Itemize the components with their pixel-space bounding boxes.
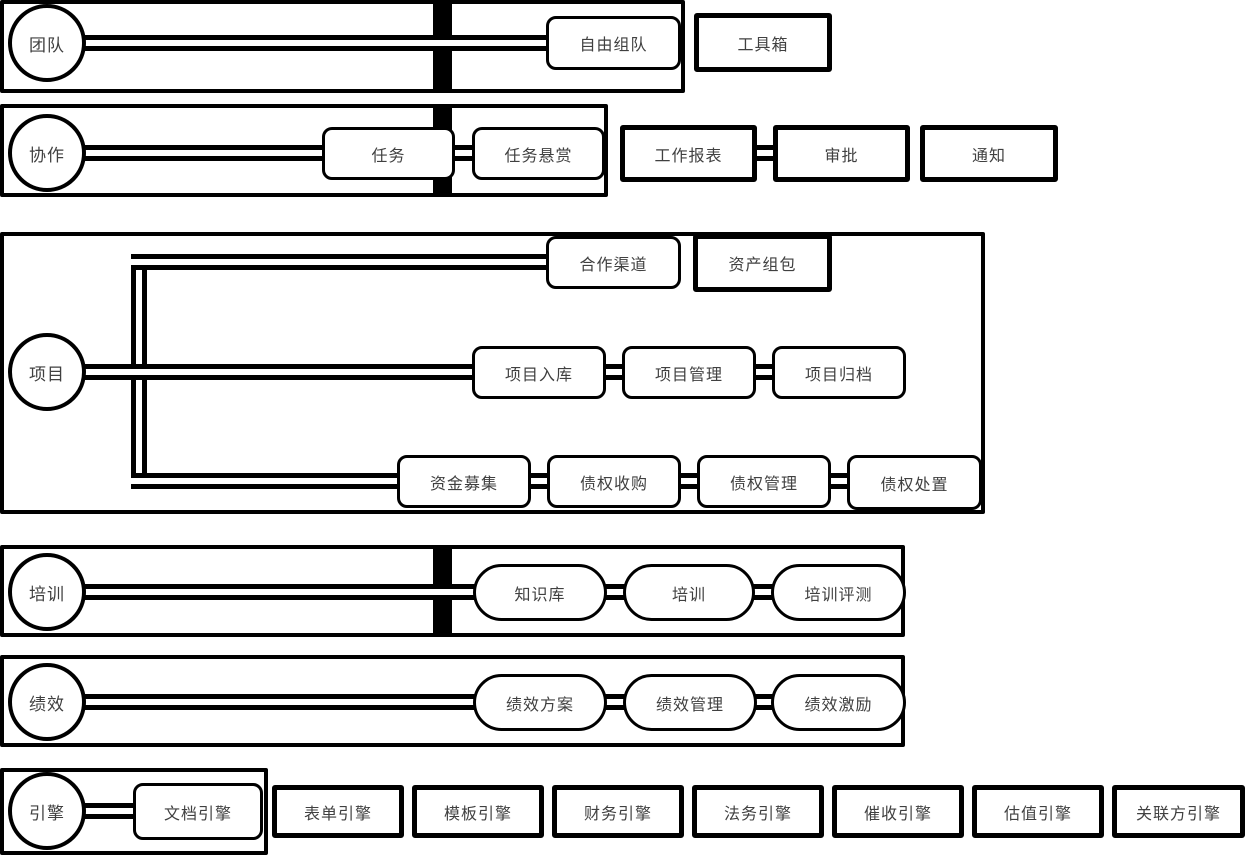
training-connector	[80, 584, 480, 600]
node-perf-incentive: 绩效激励	[771, 674, 906, 731]
performance-circle-label: 绩效	[29, 694, 65, 714]
node-debt-mgmt-label: 债权管理	[729, 475, 798, 493]
report-approval-connector	[753, 145, 777, 161]
box-approval: 审批	[773, 125, 910, 182]
kb-training-connector	[605, 584, 625, 600]
collab-circle-label: 协作	[29, 145, 65, 165]
node-project-mgmt: 项目管理	[622, 346, 756, 399]
team-circle: 团队	[8, 4, 86, 82]
box-related-party-engine: 关联方引擎	[1112, 785, 1245, 838]
performance-connector	[80, 694, 480, 710]
box-collection-engine: 催收引擎	[832, 785, 964, 838]
box-asset-package-label: 资产组包	[728, 257, 797, 274]
node-training: 培训	[623, 564, 755, 621]
node-project-archive-label: 项目归档	[804, 366, 873, 384]
node-free-team-label: 自由组队	[579, 37, 648, 54]
engine-circle-label: 引擎	[29, 803, 65, 823]
box-toolbox: 工具箱	[694, 13, 832, 72]
box-work-report-label: 工作报表	[654, 147, 723, 165]
node-debt-mgmt: 债权管理	[697, 455, 831, 508]
performance-circle: 绩效	[8, 663, 86, 741]
box-notification-label: 通知	[971, 147, 1006, 165]
training-circle: 培训	[8, 553, 86, 631]
node-free-team: 自由组队	[546, 16, 681, 70]
project-circle: 项目	[8, 333, 86, 411]
box-legal-engine-label: 法务引擎	[723, 805, 792, 823]
box-related-party-engine-label: 关联方引擎	[1135, 805, 1221, 823]
node-fund-raising-label: 资金募集	[429, 475, 498, 493]
team-connector	[80, 35, 550, 51]
node-training-label: 培训	[671, 586, 706, 604]
node-task-bounty-label: 任务悬赏	[504, 147, 573, 165]
node-knowledge-base-label: 知识库	[514, 586, 566, 604]
node-project-mgmt-label: 项目管理	[654, 366, 723, 384]
node-task-label: 任务	[371, 147, 406, 165]
mgmt-archive-connector	[754, 364, 774, 380]
node-perf-plan-label: 绩效方案	[505, 696, 574, 714]
box-collection-engine-label: 催收引擎	[863, 805, 932, 823]
box-template-engine: 模板引擎	[412, 785, 544, 838]
node-debt-acquisition-label: 债权收购	[579, 475, 648, 493]
project-branch-middle	[80, 364, 478, 380]
debt-mgmt-disposal-connector	[829, 473, 849, 489]
node-perf-incentive-label: 绩效激励	[804, 696, 873, 714]
box-toolbox-label: 工具箱	[737, 36, 789, 54]
collab-connector	[80, 145, 330, 161]
box-asset-package: 资产组包	[693, 234, 832, 292]
node-debt-disposal-label: 债权处置	[880, 476, 949, 494]
project-branch-top	[131, 254, 550, 270]
training-eval-connector	[753, 584, 773, 600]
perf-plan-mgmt-connector	[605, 694, 625, 710]
node-training-eval-label: 培训评测	[804, 586, 873, 604]
box-notification: 通知	[920, 125, 1058, 182]
node-perf-mgmt-label: 绩效管理	[655, 696, 724, 714]
node-debt-acquisition: 债权收购	[547, 455, 681, 508]
box-finance-engine: 财务引擎	[552, 785, 684, 838]
node-training-eval: 培训评测	[771, 564, 906, 621]
node-task: 任务	[322, 127, 455, 180]
node-perf-mgmt: 绩效管理	[623, 674, 757, 731]
training-circle-label: 培训	[29, 584, 65, 604]
node-coop-channel: 合作渠道	[546, 236, 681, 289]
collab-circle: 协作	[8, 114, 86, 192]
node-fund-raising: 资金募集	[397, 455, 531, 508]
debt-acq-mgmt-connector	[679, 473, 699, 489]
perf-mgmt-incentive-connector	[755, 694, 775, 710]
box-approval-label: 审批	[824, 147, 859, 165]
box-work-report: 工作报表	[620, 125, 757, 182]
engine-circle: 引擎	[8, 772, 86, 850]
node-doc-engine-label: 文档引擎	[163, 805, 232, 823]
node-project-archive: 项目归档	[772, 346, 906, 399]
node-doc-engine: 文档引擎	[133, 783, 263, 840]
intake-mgmt-connector	[604, 364, 624, 380]
node-coop-channel-label: 合作渠道	[579, 256, 648, 274]
node-knowledge-base: 知识库	[473, 564, 607, 621]
box-template-engine-label: 模板引擎	[443, 805, 512, 823]
node-task-bounty: 任务悬赏	[472, 127, 605, 180]
project-branch-bottom	[131, 473, 401, 489]
task-bounty-connector	[450, 145, 476, 161]
node-debt-disposal: 债权处置	[847, 455, 982, 510]
project-circle-label: 项目	[29, 364, 65, 384]
engine-connector	[80, 803, 140, 819]
box-valuation-engine-label: 估值引擎	[1003, 805, 1072, 823]
node-project-intake-label: 项目入库	[504, 366, 573, 384]
box-form-engine: 表单引擎	[272, 785, 404, 838]
box-finance-engine-label: 财务引擎	[583, 805, 652, 823]
fund-debt-connector	[529, 473, 549, 489]
box-valuation-engine: 估值引擎	[972, 785, 1104, 838]
node-project-intake: 项目入库	[472, 346, 606, 399]
team-circle-label: 团队	[29, 35, 65, 55]
node-perf-plan: 绩效方案	[473, 674, 607, 731]
box-form-engine-label: 表单引擎	[303, 805, 372, 823]
box-legal-engine: 法务引擎	[692, 785, 824, 838]
